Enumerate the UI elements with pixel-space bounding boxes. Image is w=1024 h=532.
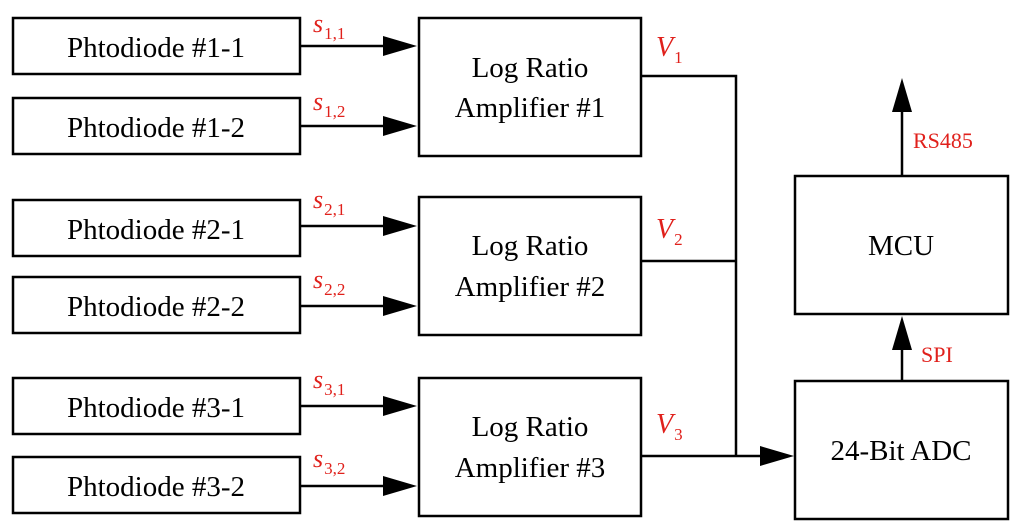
photodiode-label: Phtodiode #2-1 [67,214,245,246]
rs485-connection: RS485 [892,78,973,176]
photodiode-label: Phtodiode #1-1 [67,32,245,64]
photodiode-2-2: Phtodiode #2-2 [11,275,302,335]
adc-label: 24-Bit ADC [831,435,972,467]
arrow-s21 [300,216,417,236]
output-label-v3: V3 [656,409,683,444]
amplifier-3: Log Ratio Amplifier #3 [417,376,643,518]
spi-connection: SPI [892,316,953,381]
arrow-s32 [300,476,417,496]
amplifier-label-line1: Log Ratio [472,230,589,262]
adc-block: 24-Bit ADC [793,379,1010,521]
arrow-s11 [300,36,417,56]
photodiode-3-1: Phtodiode #3-1 [11,376,302,436]
signal-label-s21: s2,1 [313,185,345,219]
arrow-s31 [300,396,417,416]
photodiode-label: Phtodiode #2-2 [67,291,245,323]
signal-label-s31: s3,1 [313,365,345,399]
amplifier-label-line2: Amplifier #2 [455,271,606,303]
output-label-v2: V2 [656,214,683,249]
amplifier-label-line2: Amplifier #3 [455,452,606,484]
amplifier-2: Log Ratio Amplifier #2 [417,195,643,337]
photodiode-3-2: Phtodiode #3-2 [11,455,302,515]
amplifier-label-line2: Amplifier #1 [455,92,606,124]
signal-label-s12: s1,2 [313,87,345,121]
amplifier-label-line1: Log Ratio [472,411,589,443]
rs485-label: RS485 [913,128,973,153]
arrow-s22 [300,296,417,316]
photodiode-2-1: Phtodiode #2-1 [11,198,302,258]
output-label-v1: V1 [656,32,683,67]
output-bus [641,74,794,466]
spi-label: SPI [921,342,953,367]
signal-label-s22: s2,2 [313,265,345,299]
photodiode-label: Phtodiode #3-1 [67,392,245,424]
signal-label-s11: s1,1 [313,9,345,43]
photodiode-label: Phtodiode #1-2 [67,112,245,144]
photodiode-label: Phtodiode #3-2 [67,471,245,503]
amplifier-label-line1: Log Ratio [472,52,589,84]
signal-label-s32: s3,2 [313,444,345,478]
amplifier-1: Log Ratio Amplifier #1 [417,16,643,158]
mcu-label: MCU [868,230,934,262]
arrow-s12 [300,116,417,136]
photodiode-1-1: Phtodiode #1-1 [11,16,302,76]
photodiode-1-2: Phtodiode #1-2 [11,96,302,156]
mcu-block: MCU [793,174,1010,316]
